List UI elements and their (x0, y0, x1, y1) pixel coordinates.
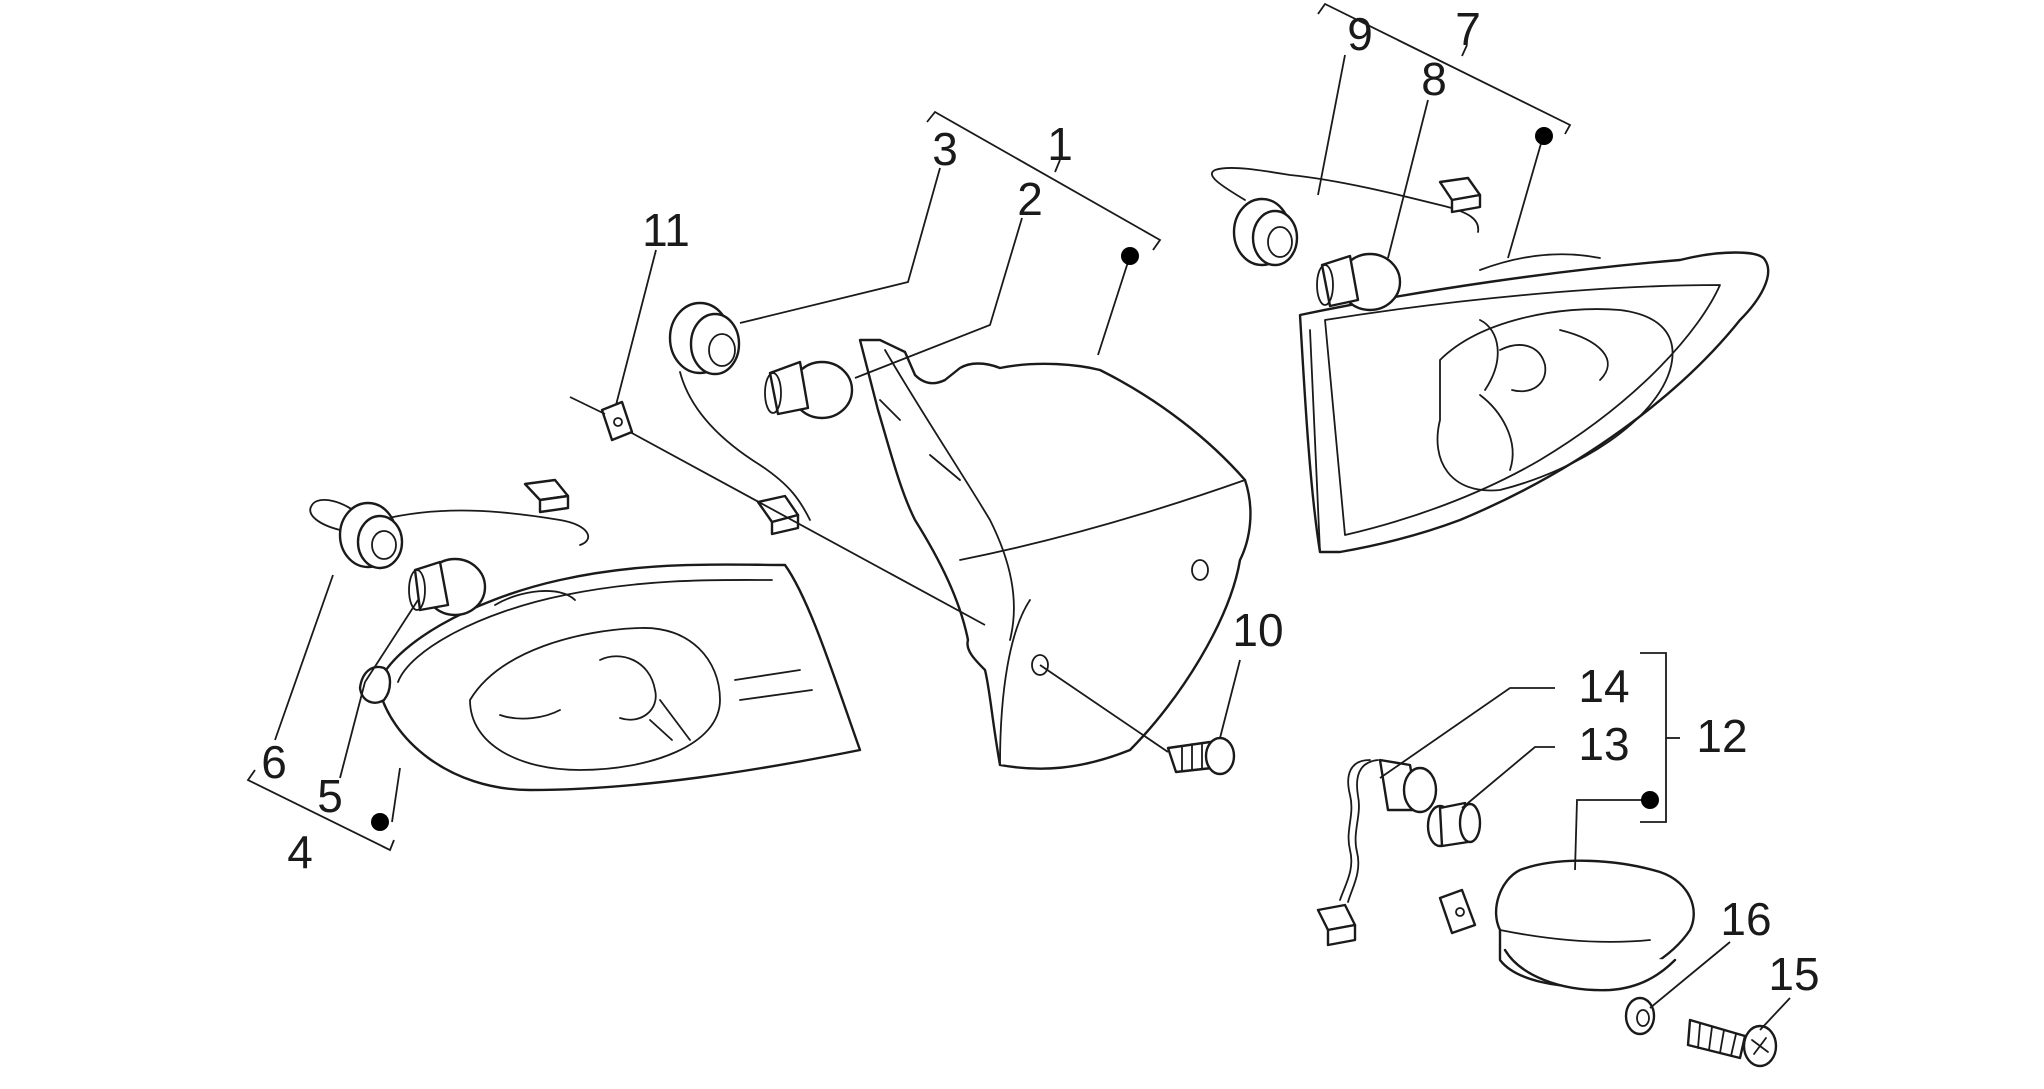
right-bulb (1316, 252, 1402, 312)
plate-light-wire (1316, 759, 1379, 947)
callout-6: 6 (261, 736, 287, 788)
callout-7: 7 (1455, 3, 1481, 55)
callout-9: 9 (1347, 8, 1373, 60)
screw-10 (1166, 736, 1236, 776)
clip-nut (600, 400, 634, 442)
right-tail-light (1298, 251, 1770, 554)
callout-15: 15 (1768, 948, 1819, 1000)
plate-light-clip (1438, 888, 1477, 935)
callout-14: 14 (1578, 660, 1629, 712)
plate-light-cover (1494, 859, 1695, 992)
callout-10: 10 (1232, 604, 1283, 656)
callout-1: 1 (1047, 118, 1073, 170)
callout-5: 5 (317, 770, 343, 822)
centre-bulb (764, 360, 854, 420)
centre-rear-housing (858, 338, 1252, 770)
plate-light-bulb (1426, 801, 1482, 848)
right-bulb-socket (1211, 167, 1482, 267)
callout-3: 3 (932, 123, 958, 175)
callout-13: 13 (1578, 718, 1629, 770)
callout-labels: 1 2 3 4 5 6 7 8 9 10 11 12 13 14 15 16 (261, 3, 1819, 1000)
washer-16 (1624, 996, 1656, 1036)
callout-8: 8 (1421, 53, 1447, 105)
plate-light-socket (1378, 758, 1438, 814)
leader-lines (246, 2, 1791, 1031)
callout-4: 4 (287, 826, 313, 878)
callout-11: 11 (642, 204, 690, 256)
left-bulb (408, 557, 487, 617)
centre-bulb-socket (668, 301, 811, 536)
callout-12: 12 (1696, 710, 1747, 762)
callout-16: 16 (1720, 893, 1771, 945)
left-tail-light (358, 563, 862, 792)
left-bulb-socket (309, 478, 590, 570)
callout-2: 2 (1017, 173, 1043, 225)
screw-15 (1686, 1018, 1778, 1068)
reference-dots (371, 127, 1659, 831)
